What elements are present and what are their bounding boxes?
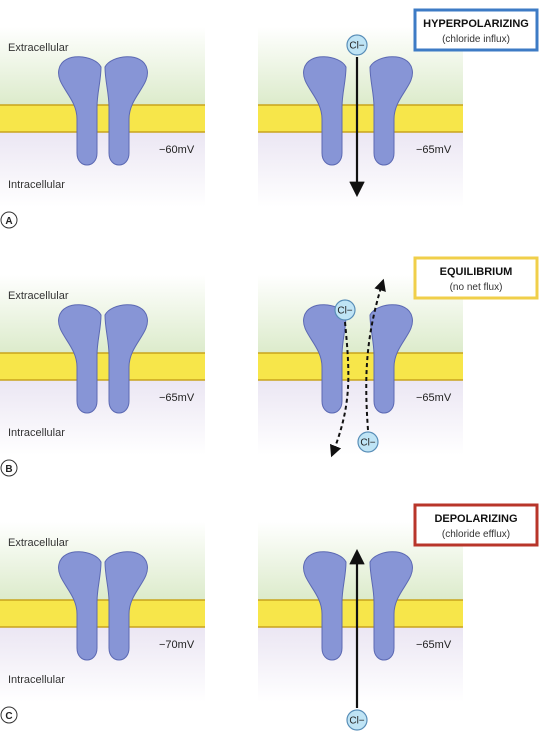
panel-a-resting-membrane: [0, 105, 205, 132]
panel-a-final-membrane: [258, 105, 463, 132]
panel-c-resting-membrane: [0, 600, 205, 627]
panel-c-state-title: DEPOLARIZING: [434, 513, 517, 525]
panel-a-resting-channel-right-subunit: [104, 56, 148, 166]
panel-c-state-subtitle: (chloride efflux): [442, 529, 510, 540]
panel-b-resting-channel-left-subunit: [58, 304, 102, 414]
panel-c-chloride-ion-label: Cl−: [349, 716, 364, 727]
panel-c-resting-intracellular-region: [0, 627, 205, 702]
panel-c-letter: C: [5, 711, 12, 722]
panel-b-resting-extracellular-region: [0, 275, 205, 353]
panel-c-final-channel-left-subunit: [303, 551, 347, 661]
panel-c-final-channel-right-subunit: [369, 551, 413, 661]
panel-c-extracellular-label: Extracellular: [8, 537, 69, 549]
panel-a-resting-intracellular-region: [0, 132, 205, 207]
panel-c-final-potential: −65mV: [416, 639, 452, 651]
panel-b-resting-channel: [58, 304, 148, 414]
panel-c-final-channel: [303, 551, 413, 661]
panel-a-final-potential: −65mV: [416, 144, 452, 156]
panel-b-resting-intracellular-region: [0, 380, 205, 455]
panel-a-letter: A: [5, 216, 12, 227]
panel-b-final-channel-right-subunit: [369, 304, 413, 414]
panel-b-inner-chloride-ion: [357, 431, 379, 453]
panel-a-chloride-ion-label: Cl−: [349, 41, 364, 52]
panel-b-outer-chloride-ion-label: Cl−: [337, 306, 352, 317]
panel-b-letter: B: [5, 464, 12, 475]
panel-a-final-channel-right-subunit: [369, 56, 413, 166]
panel-a-final-channel: [303, 56, 413, 166]
panel-b-final-potential: −65mV: [416, 392, 452, 404]
panel-c-resting-potential: −70mV: [159, 639, 195, 651]
panel-a-chloride-ion: [346, 34, 368, 56]
panel-a-resting-potential: −60mV: [159, 144, 195, 156]
panel-b-inward-dashed-arrow: [329, 321, 350, 458]
panel-c-final-intracellular-region: [258, 627, 463, 702]
panel-a-state-title: HYPERPOLARIZING: [423, 18, 529, 30]
panel-b-resting-channel-right-subunit: [104, 304, 148, 414]
panel-b-inner-chloride-ion-label: Cl−: [360, 438, 375, 449]
panel-a-extracellular-label: Extracellular: [8, 42, 69, 54]
panel-a-state-subtitle: (chloride influx): [442, 34, 510, 45]
panel-b-final-channel-left-subunit: [303, 304, 347, 414]
panel-a-resting-extracellular-region: [0, 27, 205, 105]
panel-c-resting-extracellular-region: [0, 522, 205, 600]
panel-c-resting-channel-right-subunit: [104, 551, 148, 661]
panel-c-chloride-ion: [346, 709, 368, 731]
panel-a-resting-channel-left-subunit: [58, 56, 102, 166]
panel-b-resting-potential: −65mV: [159, 392, 195, 404]
panel-a-intracellular-label: Intracellular: [8, 179, 65, 191]
panel-a-letter-circle: [0, 211, 18, 229]
panel-b-final-membrane: [258, 353, 463, 380]
panel-b-outer-chloride-ion: [334, 299, 356, 321]
panel-c-intracellular-label: Intracellular: [8, 674, 65, 686]
panel-b-intracellular-label: Intracellular: [8, 427, 65, 439]
panel-b-letter-circle: [0, 459, 18, 477]
panel-c-letter-circle: [0, 706, 18, 724]
panel-c-resting-channel: [58, 551, 148, 661]
panel-b-state-box: [413, 256, 539, 300]
panel-b-extracellular-label: Extracellular: [8, 290, 69, 302]
panel-b-final-channel: [303, 304, 413, 414]
panel-c-state-box: [413, 503, 539, 547]
panel-b-resting-membrane: [0, 353, 205, 380]
panel-a-state-box: [413, 8, 539, 52]
panel-a-resting-channel: [58, 56, 148, 166]
panel-b-state-subtitle: (no net flux): [450, 282, 503, 293]
panel-c-resting-channel-left-subunit: [58, 551, 102, 661]
panel-a-final-channel-left-subunit: [303, 56, 347, 166]
panel-c-final-membrane: [258, 600, 463, 627]
panel-b-state-title: EQUILIBRIUM: [440, 266, 513, 278]
